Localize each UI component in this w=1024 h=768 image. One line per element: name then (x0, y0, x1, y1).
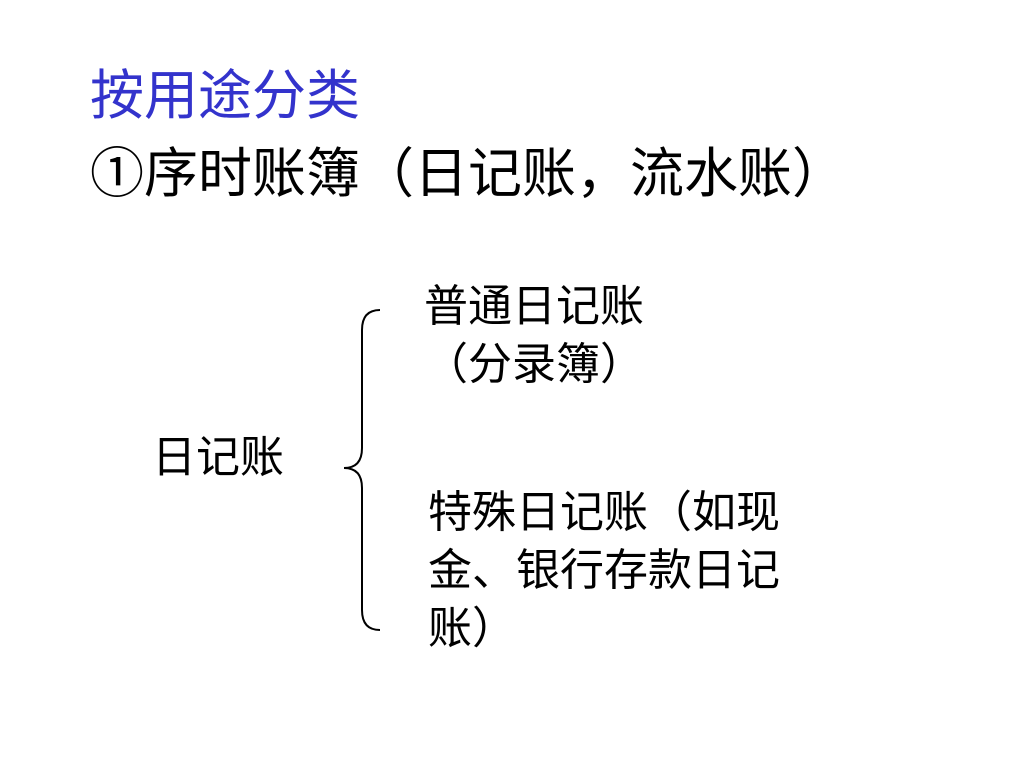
branch-text-line: 账） (428, 603, 516, 654)
branch-text-line: 金、银行存款日记 (428, 545, 780, 596)
branch-text-line: 普通日记账 (424, 281, 644, 332)
branch-text-line: （分录簿） (424, 339, 644, 390)
curly-brace-icon (343, 309, 381, 631)
slide-subtitle: ①序时账簿（日记账，流水账） (90, 142, 846, 205)
branch-text-line: 特殊日记账（如现 (428, 487, 780, 538)
slide-title: 按用途分类 (90, 64, 360, 127)
diagram-branch-special-journal: 特殊日记账（如现 金、银行存款日记 账） (428, 484, 848, 658)
diagram-branch-general-journal: 普通日记账 （分录簿） (424, 278, 644, 394)
diagram-root-label: 日记账 (152, 432, 284, 483)
